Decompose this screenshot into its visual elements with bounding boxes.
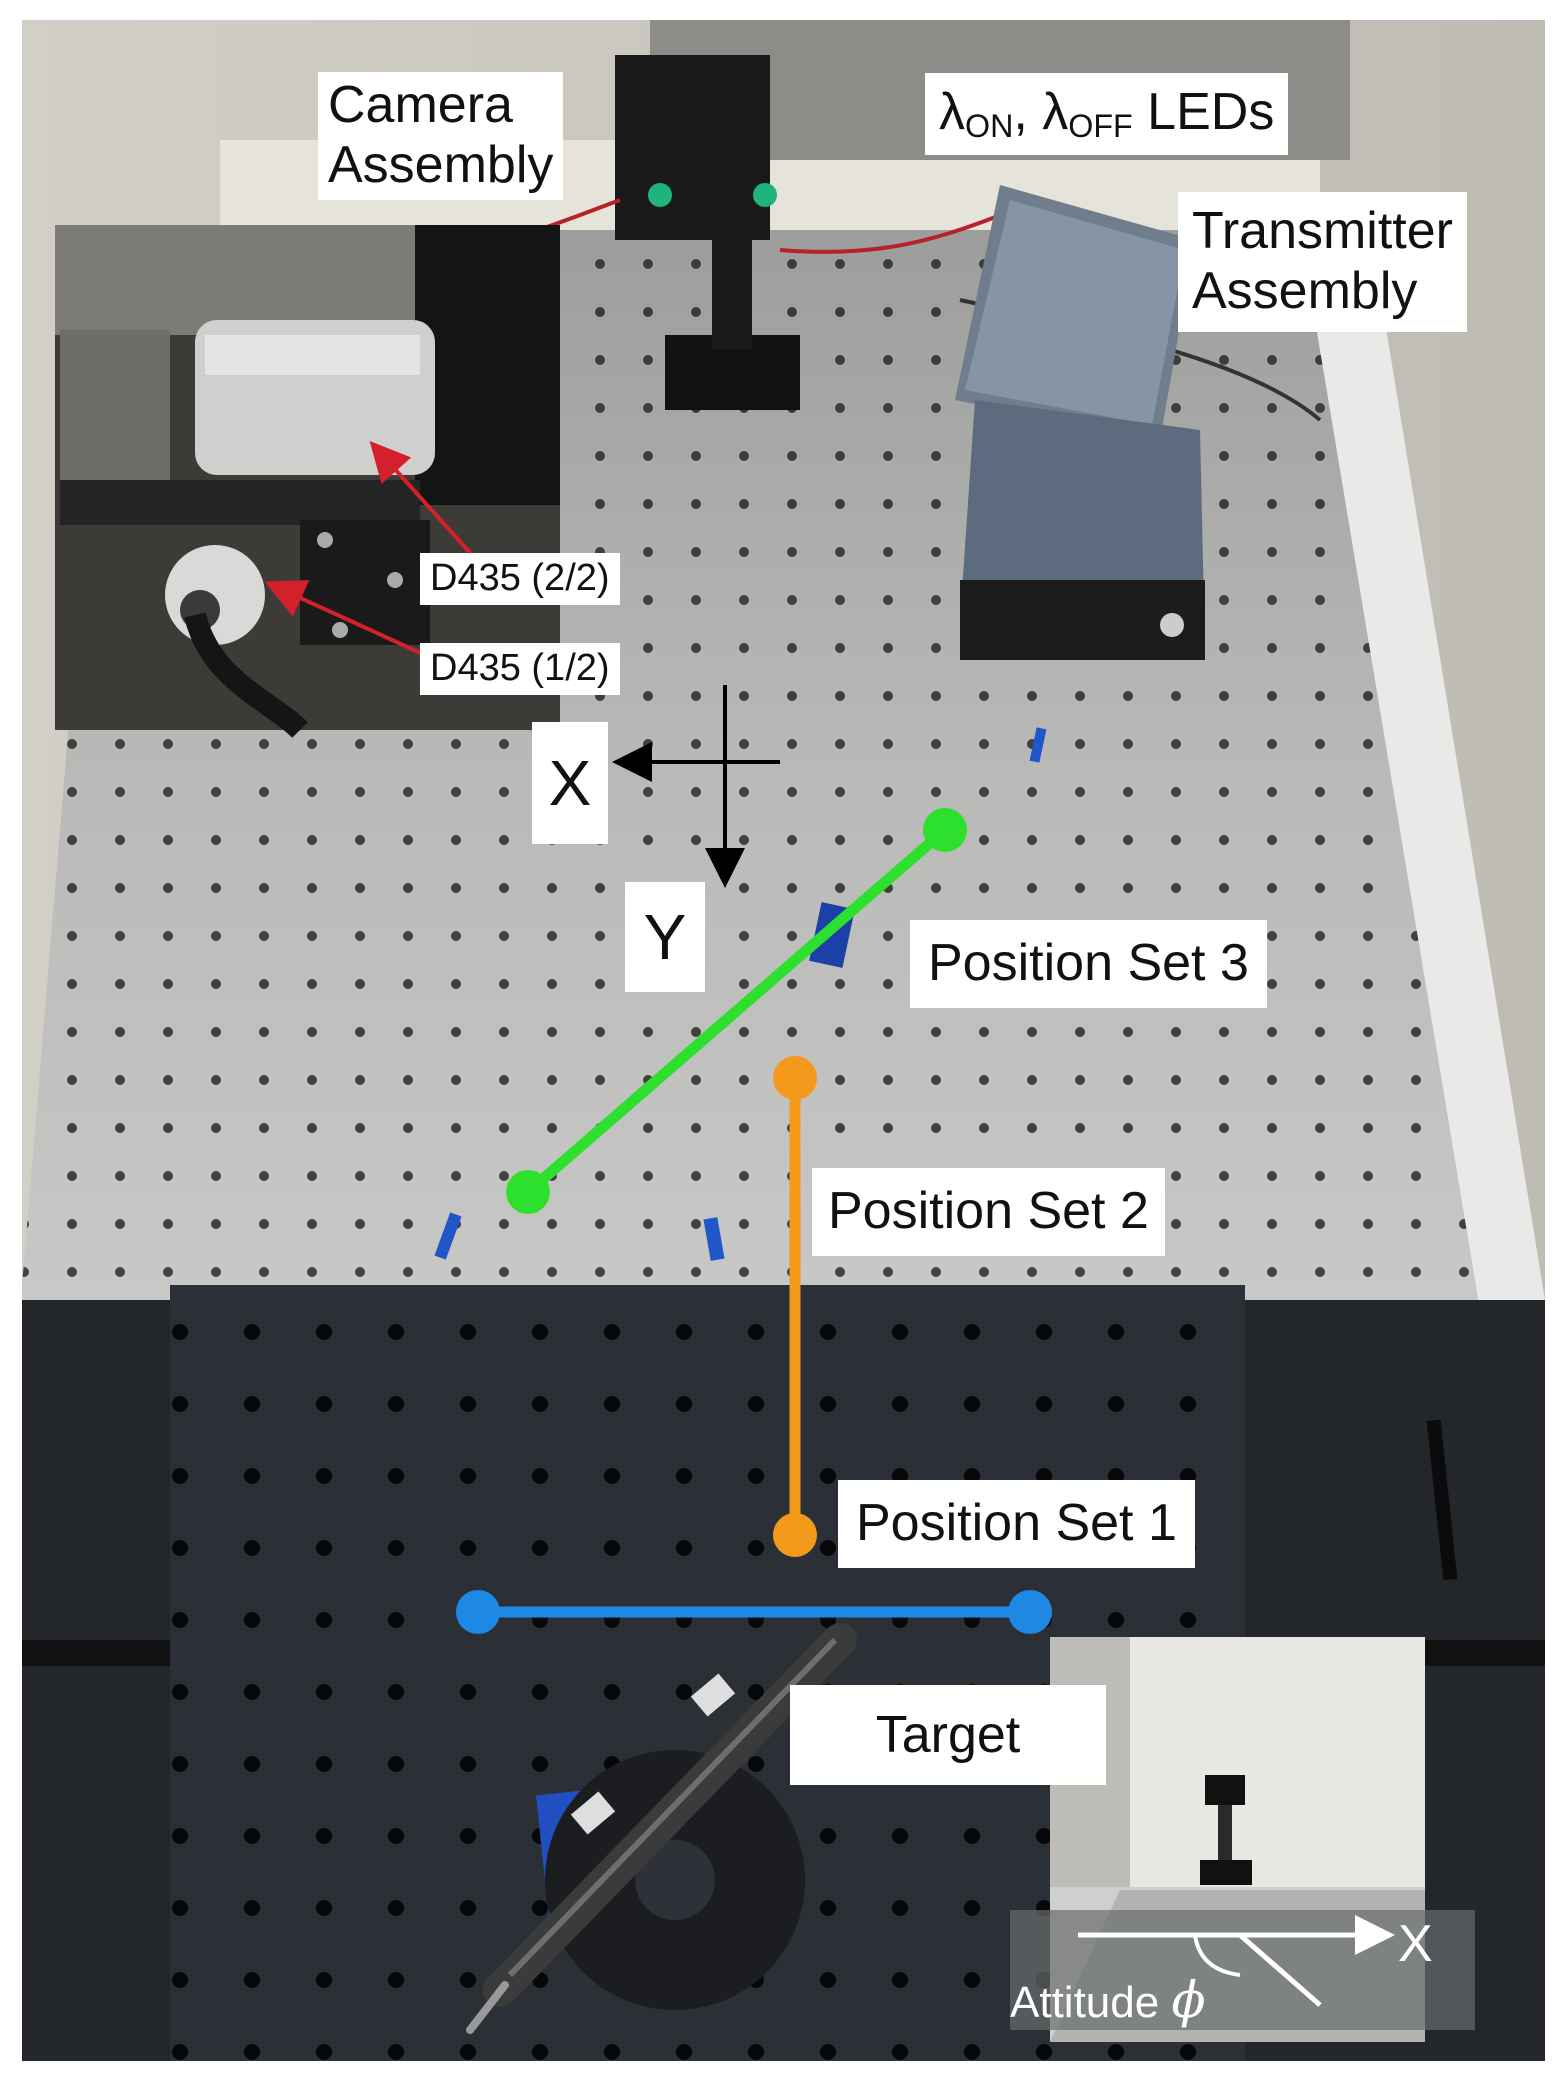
- rail-slot-right: [1426, 1419, 1458, 1581]
- tape-marker: [434, 1212, 462, 1260]
- label-d435-2: D435 (2/2): [420, 553, 620, 605]
- target-rod-tip: [466, 1981, 509, 2034]
- label-attitude: Attitude ϕ: [1010, 1971, 1206, 2030]
- position-set-2-endpoint: [773, 1056, 817, 1100]
- label-leds-on: ON: [965, 108, 1014, 145]
- position-set-3-line: [524, 825, 949, 1197]
- label-camera-line2: Assembly: [328, 135, 554, 194]
- label-leds-comma: , λ: [1013, 83, 1069, 141]
- mount-screw: [1160, 613, 1184, 637]
- label-axis-y: Y: [625, 882, 705, 992]
- transmitter-panel-grid: [965, 200, 1185, 425]
- camera-housing: [615, 55, 770, 240]
- label-transmitter-assembly: Transmitter Assembly: [1178, 192, 1467, 332]
- label-target: Target: [790, 1685, 1106, 1785]
- label-transmitter-line2: Assembly: [1192, 261, 1418, 320]
- clamp: [690, 1673, 736, 1717]
- label-position-set-1: Position Set 1: [838, 1480, 1195, 1568]
- label-attitude-text: Attitude: [1010, 1978, 1160, 2027]
- label-position-set-2: Position Set 2: [812, 1168, 1165, 1256]
- d435-1-pointer: [264, 580, 426, 657]
- clamp: [570, 1791, 616, 1835]
- position-set-1-endpoint: [456, 1590, 500, 1634]
- label-camera-assembly: Camera Assembly: [318, 72, 564, 200]
- camera-post: [712, 220, 752, 350]
- label-axis-x: X: [532, 722, 608, 844]
- label-leds: λON, λOFF LEDs: [925, 73, 1289, 156]
- position-set-3-endpoint: [506, 1170, 550, 1214]
- label-d435-1: D435 (1/2): [420, 643, 620, 695]
- label-leds-off: OFF: [1068, 108, 1133, 145]
- camera-lens: [753, 183, 777, 207]
- label-leds-lambda: λ: [939, 83, 965, 141]
- figure-border: [18, 16, 1549, 2065]
- rail-left: [20, 1640, 170, 1666]
- tape-marker: [1029, 727, 1047, 763]
- target-rod-highlight: [507, 1637, 838, 1978]
- table-side-rail: [1300, 230, 1545, 1310]
- label-position-set-3: Position Set 3: [910, 920, 1267, 1008]
- target-rod: [483, 1623, 857, 2007]
- label-transmitter-line1: Transmitter: [1192, 202, 1453, 260]
- label-inset-axis-x: X: [1398, 1915, 1433, 1973]
- position-set-3-endpoint: [923, 808, 967, 852]
- position-set-2-endpoint: [773, 1513, 817, 1557]
- camera-lens: [648, 183, 672, 207]
- tape-marker: [703, 1217, 725, 1261]
- position-set-1-endpoint: [1008, 1590, 1052, 1634]
- label-leds-suffix: LEDs: [1132, 83, 1275, 141]
- label-attitude-phi: ϕ: [1171, 1971, 1206, 2029]
- label-camera-line1: Camera: [328, 76, 513, 134]
- rotation-stage-hub: [635, 1840, 715, 1920]
